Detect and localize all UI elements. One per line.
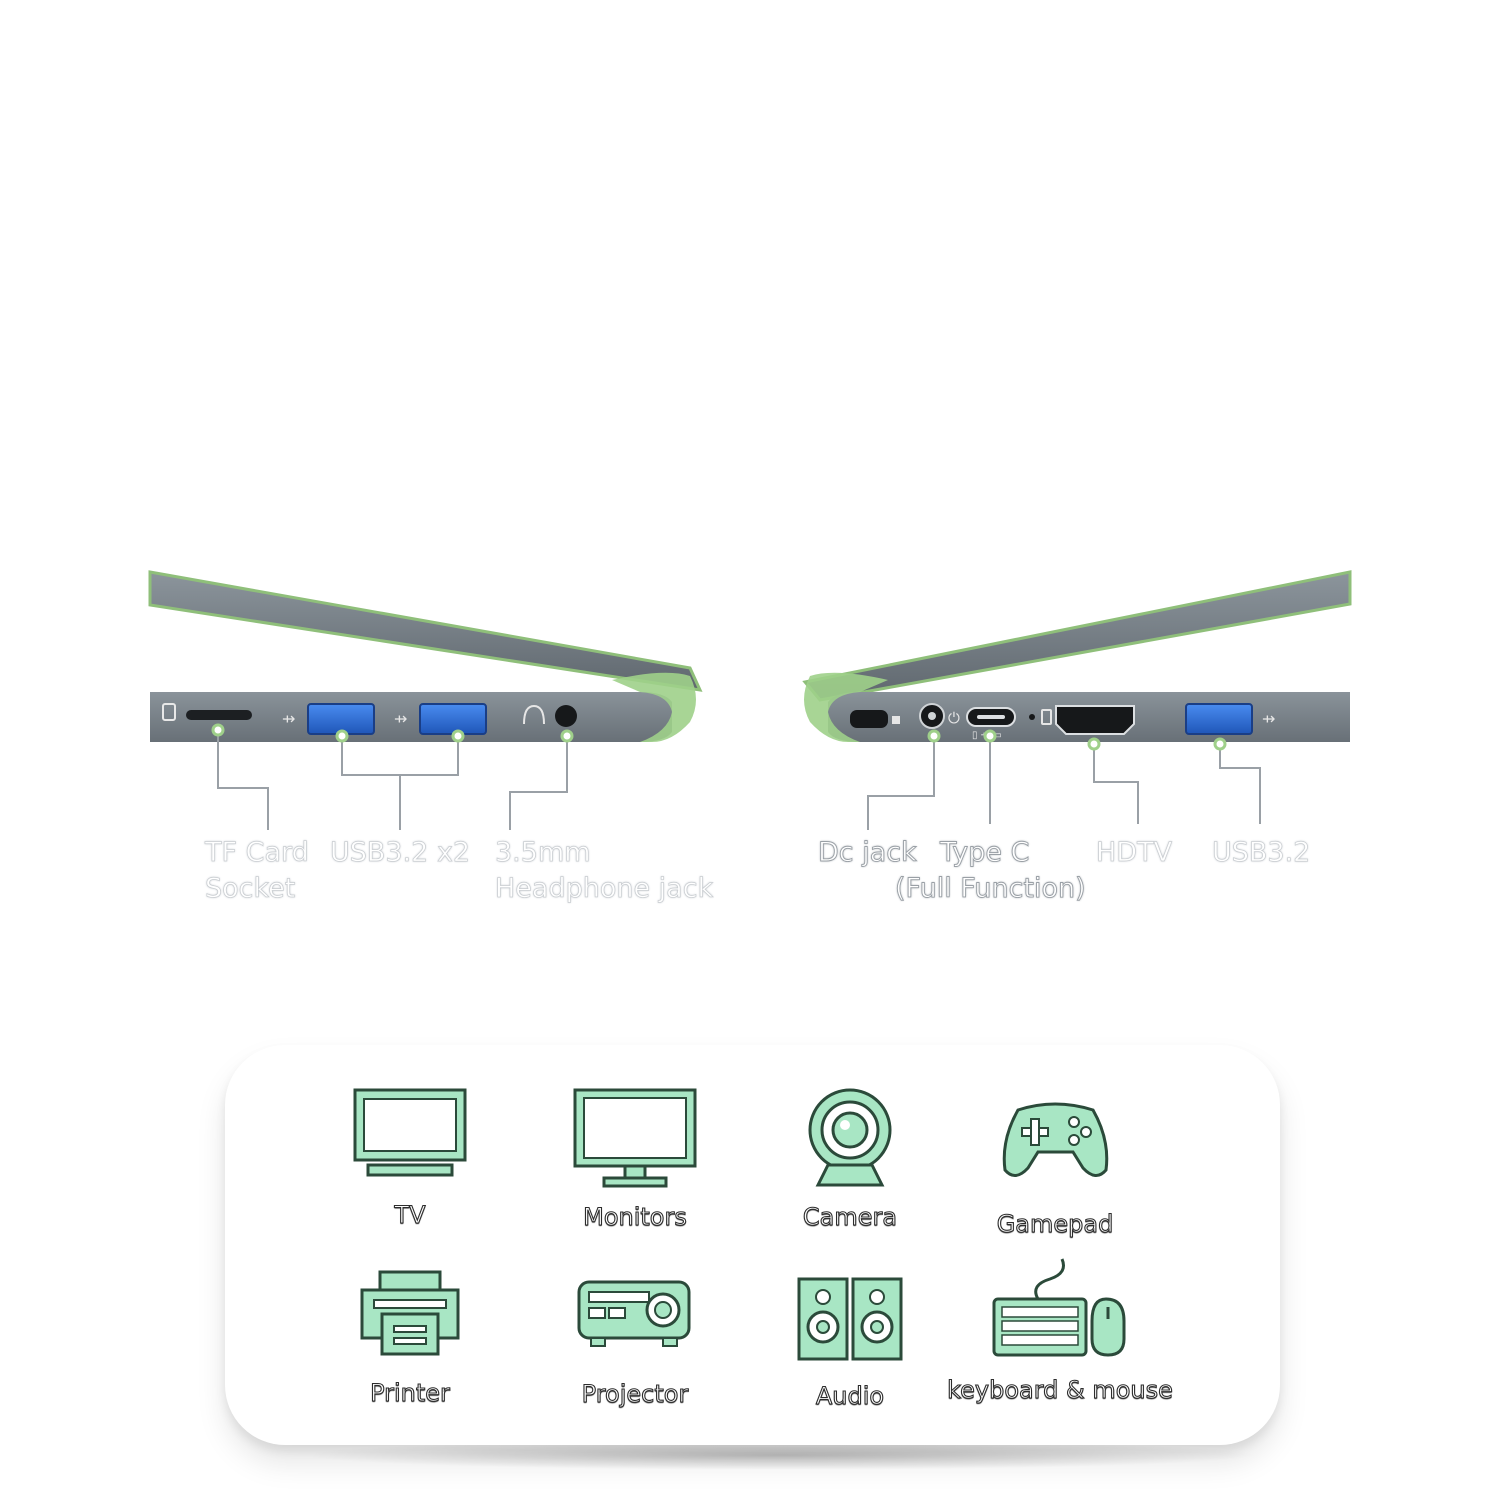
port-label-headphone: 3.5mm Headphone jack [495, 837, 714, 905]
lock-slot [850, 710, 888, 728]
port-label-type-c: Type C [940, 837, 1030, 869]
device-label: Audio [815, 1381, 885, 1410]
device-label: Projector [581, 1379, 689, 1408]
keyboard-mouse-icon [992, 1258, 1126, 1357]
lock-icon [892, 716, 900, 724]
port-label-hdtv: HDTV [1096, 837, 1173, 869]
hdmi-port [1055, 705, 1135, 735]
sd-card-icon [162, 703, 176, 721]
device-projector: Projector [555, 1276, 715, 1409]
device-printer: Printer [330, 1268, 490, 1408]
speakers-icon [797, 1277, 903, 1361]
usb-port-2 [419, 703, 487, 735]
device-label: Gamepad [996, 1209, 1114, 1238]
device-label: Printer [370, 1378, 451, 1407]
device-label: keyboard & mouse [947, 1375, 1174, 1404]
port-label-usb-x2: USB3.2 x2 [330, 837, 471, 869]
device-label: Camera [802, 1202, 898, 1231]
left-laptop: ⇸ ⇸ [148, 570, 710, 830]
battery-icon [1041, 709, 1052, 725]
port-label-tf-card: TF Card Socket [205, 837, 309, 905]
panel-shadow [300, 1440, 1260, 1470]
usb-port-1 [307, 703, 375, 735]
usb-icon: ⇸ [282, 709, 295, 728]
port-label-usb32: USB3.2 [1212, 837, 1311, 869]
device-tv: TV [330, 1085, 490, 1230]
headphone-icon [523, 704, 545, 725]
right-laptop: ⏻ ▯ ⇸ ▭ ⇸ [790, 570, 1352, 830]
port-label-type-c-sub: (Full Function) [895, 873, 1087, 905]
device-label: TV [394, 1200, 426, 1229]
gamepad-icon [1002, 1102, 1108, 1177]
laptop-ports-illustration: ⇸ ⇸ ⏻ ▯ [148, 570, 1352, 830]
device-audio: Audio [770, 1275, 930, 1411]
webcam-icon [808, 1088, 892, 1187]
monitor-icon [573, 1088, 697, 1188]
device-label: Monitors [583, 1202, 688, 1231]
headphone-jack [555, 705, 577, 727]
tv-icon [353, 1088, 467, 1177]
device-camera: Camera [770, 1085, 930, 1232]
projector-icon [577, 1280, 691, 1347]
power-plug-icon: ⏻ [948, 709, 960, 727]
device-gamepad: Gamepad [975, 1090, 1135, 1239]
device-keyboard-mouse: keyboard & mouse [935, 1255, 1185, 1405]
usb-icon: ⇸ [1262, 709, 1275, 728]
usb-port-3 [1185, 703, 1253, 735]
tf-card-slot [186, 710, 252, 720]
device-monitors: Monitors [555, 1085, 715, 1232]
usb-icon: ⇸ [394, 709, 407, 728]
port-label-dc-jack: Dc jack [818, 837, 918, 869]
printer-icon [360, 1270, 459, 1356]
